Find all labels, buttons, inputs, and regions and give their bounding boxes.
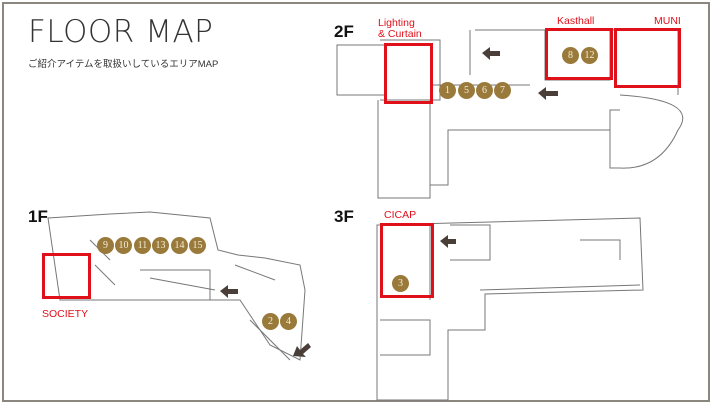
item-marker[interactable]: 6 <box>476 82 493 99</box>
item-marker[interactable]: 8 <box>562 47 579 64</box>
item-marker[interactable]: 14 <box>171 237 188 254</box>
item-marker[interactable]: 12 <box>581 47 598 64</box>
floor-label-3f: 3F <box>334 207 354 226</box>
page-title: FLOOR MAP <box>28 14 214 50</box>
item-marker[interactable]: 4 <box>280 313 297 330</box>
floor-label-2f: 2F <box>334 22 354 41</box>
area-label-line1: Lighting <box>378 17 415 29</box>
area-box-lighting-curtain[interactable] <box>384 43 433 104</box>
item-marker[interactable]: 15 <box>189 237 206 254</box>
item-marker[interactable]: 1 <box>439 82 456 99</box>
area-label-muni[interactable]: MUNI <box>654 15 681 27</box>
area-box-kasthall[interactable] <box>545 28 613 80</box>
area-label-line2: & Curtain <box>378 28 422 40</box>
page-subtitle: ご紹介アイテムを取扱いしているエリアMAP <box>28 59 219 70</box>
item-marker[interactable]: 10 <box>115 237 132 254</box>
item-marker[interactable]: 5 <box>458 82 475 99</box>
item-marker[interactable]: 2 <box>262 313 279 330</box>
item-marker[interactable]: 13 <box>152 237 169 254</box>
floor-label-1f: 1F <box>28 207 48 226</box>
area-label-kasthall[interactable]: Kasthall <box>557 15 595 27</box>
area-label-cicap[interactable]: CICAP <box>384 209 417 221</box>
area-label-society[interactable]: SOCIETY <box>42 308 89 320</box>
area-box-muni[interactable] <box>614 28 681 88</box>
item-marker[interactable]: 9 <box>97 237 114 254</box>
item-marker[interactable]: 3 <box>392 275 409 292</box>
area-label-lighting-curtain[interactable]: Lighting & Curtain <box>378 18 422 40</box>
item-marker[interactable]: 11 <box>134 237 151 254</box>
area-box-cicap[interactable] <box>380 223 434 298</box>
item-marker[interactable]: 7 <box>494 82 511 99</box>
area-box-society[interactable] <box>42 253 91 299</box>
map-frame <box>2 2 710 402</box>
